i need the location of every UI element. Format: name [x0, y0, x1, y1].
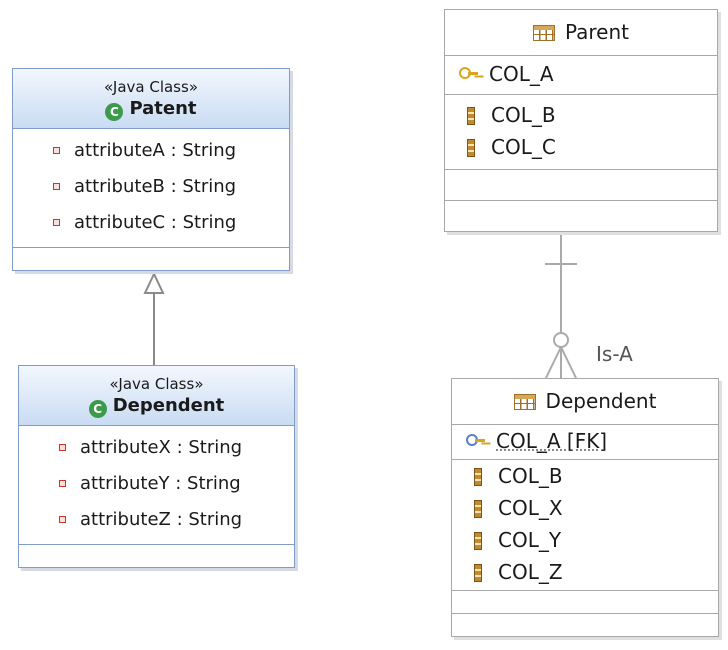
attribute-row[interactable]: attributeB : String	[13, 169, 289, 205]
class-header: «Java Class» C Patent	[13, 69, 289, 129]
private-field-icon	[53, 183, 60, 190]
column-icon	[474, 500, 482, 518]
class-c-icon: C	[88, 400, 107, 418]
stereotype-label: «Java Class»	[103, 78, 198, 96]
column-row[interactable]: COL_Y	[452, 524, 718, 556]
class-name: Patent	[129, 98, 197, 119]
column-icon	[467, 139, 475, 157]
attribute-row[interactable]: attributeA : String	[13, 133, 289, 169]
many-line-left	[545, 346, 562, 379]
private-field-icon	[59, 480, 66, 487]
primary-key-section: COL_A	[445, 56, 717, 95]
foreign-key-icon	[464, 430, 486, 452]
attribute-row[interactable]: attributeX : String	[19, 430, 294, 466]
attribute-compartment: attributeA : String attributeB : String …	[13, 129, 289, 248]
primary-key-section: COL_A [FK]	[452, 425, 718, 460]
index-section	[452, 591, 718, 614]
many-line-right	[560, 346, 577, 379]
stereotype-label: «Java Class»	[109, 375, 204, 393]
column-row[interactable]: COL_B	[445, 99, 717, 131]
pk-column-row[interactable]: COL_A [FK]	[452, 425, 718, 457]
generalization-arrowhead	[143, 271, 165, 294]
column-icon	[467, 107, 475, 125]
column-row[interactable]: COL_X	[452, 492, 718, 524]
table-name: Parent	[564, 20, 630, 44]
primary-key-icon	[457, 63, 479, 85]
operation-compartment	[19, 545, 294, 567]
operation-compartment	[13, 248, 289, 270]
table-icon	[513, 394, 536, 410]
class-header: «Java Class» C Dependent	[19, 366, 294, 426]
private-field-icon	[59, 516, 66, 523]
attribute-row[interactable]: attributeC : String	[13, 205, 289, 241]
private-field-icon	[53, 219, 60, 226]
private-field-icon	[53, 147, 60, 154]
attribute-compartment: attributeX : String attributeY : String …	[19, 426, 294, 545]
table-header: Parent	[445, 10, 717, 56]
relationship-label: Is-A	[596, 342, 633, 366]
column-icon	[474, 532, 482, 550]
class-name: Dependent	[112, 395, 225, 416]
table-name: Dependent	[545, 389, 657, 413]
column-row[interactable]: COL_C	[445, 131, 717, 163]
column-row[interactable]: COL_Z	[452, 556, 718, 588]
er-table-dependent[interactable]: Dependent COL_A [FK] COL_B COL_X COL_Y C…	[451, 378, 719, 637]
er-table-parent[interactable]: Parent COL_A COL_B COL_C	[444, 9, 718, 232]
column-icon	[474, 468, 482, 486]
uml-class-dependent[interactable]: «Java Class» C Dependent attributeX : Str…	[18, 365, 295, 568]
zero-marker	[553, 332, 569, 348]
attribute-row[interactable]: attributeY : String	[19, 466, 294, 502]
pk-column-row[interactable]: COL_A	[445, 58, 717, 90]
attribute-row[interactable]: attributeZ : String	[19, 502, 294, 538]
class-c-icon: C	[105, 103, 124, 121]
column-section: COL_B COL_X COL_Y COL_Z	[452, 460, 718, 591]
column-section: COL_B COL_C	[445, 95, 717, 170]
column-row[interactable]: COL_B	[452, 460, 718, 492]
trigger-section	[445, 201, 717, 231]
private-field-icon	[59, 444, 66, 451]
table-header: Dependent	[452, 379, 718, 425]
index-section	[445, 170, 717, 201]
trigger-section	[452, 614, 718, 636]
uml-class-patent[interactable]: «Java Class» C Patent attributeA : String…	[12, 68, 290, 271]
column-icon	[474, 564, 482, 582]
table-icon	[532, 25, 555, 41]
